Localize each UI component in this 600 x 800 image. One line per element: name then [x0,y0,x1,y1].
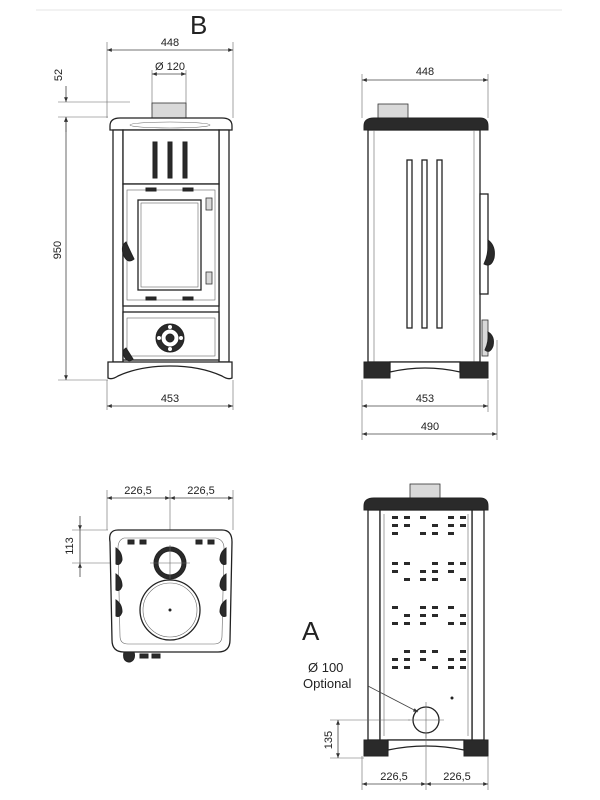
view-label-a: A [302,616,320,646]
side-base-width-dimension: 453 [416,393,434,405]
vent-slot [420,516,426,519]
vent-slot [392,562,398,565]
vent-slot [460,516,466,519]
back-right-half-dimension: 226,5 [443,771,471,783]
back-inlet-height-dimension: 135 [323,731,335,749]
vent-slot [460,524,466,527]
vent-slot [460,622,466,625]
top-flue-offset-dimension: 113 [64,537,76,555]
vent-slot [420,570,426,573]
vent-slot [432,614,438,617]
vent-slot [448,524,454,527]
front-top-width-dimension: 448 [161,37,179,49]
vent-slot [460,614,466,617]
vent-slot [448,562,454,565]
back-flue-pipe [409,483,441,499]
vent-slot [432,650,438,653]
side-flue-pipe [377,103,409,119]
vent-slot [392,570,398,573]
vent-slot [404,524,410,527]
top-right-half-dimension: 226,5 [187,485,215,497]
side-base [389,361,461,373]
back-view: A Ø 100 Optional 135 [302,483,489,790]
back-vent-slots [392,516,466,669]
vent-slot [420,658,426,661]
vent-slot [432,606,438,609]
vent-slot [404,666,410,669]
vent-slot [392,606,398,609]
front-height-dimension: 950 [52,241,64,259]
vent-slot [392,524,398,527]
vent-slot [448,666,454,669]
vent-slot [448,516,454,519]
vent-slot [460,666,466,669]
vent-slot [460,658,466,661]
back-top-plate [363,497,489,511]
vent-slot [432,666,438,669]
side-door-handle [483,238,495,266]
vent-slot [404,578,410,581]
vent-slot [404,562,410,565]
front-door-handle [121,241,135,262]
vent-slot [448,606,454,609]
vent-slot [448,622,454,625]
vent-slot [448,532,454,535]
side-groove-3 [436,159,443,329]
vent-slot [460,650,466,653]
vent-slot [404,658,410,661]
side-door-profile [479,193,489,295]
vent-slot [404,622,410,625]
view-label-b: B [190,10,207,40]
side-view: 448 453 490 [361,66,498,440]
front-right-column [218,129,230,363]
top-view: 226,5 226,5 113 [64,485,234,663]
front-flue-diameter-dimension: Ø 120 [155,61,185,73]
vent-slot [460,562,466,565]
back-left-column [367,509,381,741]
vent-slot [432,524,438,527]
vent-slot [392,532,398,535]
vent-slot [432,578,438,581]
vent-slot [392,666,398,669]
optional-diameter-label: Ø 100 [308,660,343,675]
vent-slot [420,578,426,581]
front-base-width-dimension: 453 [161,393,179,405]
vent-slot [420,532,426,535]
front-flue-pipe [151,102,187,119]
vent-slot [404,516,410,519]
vent-slot [432,532,438,535]
side-top-width-dimension: 448 [416,66,434,78]
back-right-column [471,509,485,741]
side-groove-1 [406,159,413,329]
vent-slot [420,650,426,653]
vent-slot [404,614,410,617]
front-view: B 448 Ø 120 52 950 [52,10,234,410]
front-base [107,361,233,380]
back-left-half-dimension: 226,5 [380,771,408,783]
vent-slot [448,658,454,661]
vent-slot [432,570,438,573]
vent-slot [432,562,438,565]
vent-slot [420,622,426,625]
vent-slot [392,516,398,519]
front-left-column [112,129,124,363]
vent-slot [448,570,454,573]
vent-slot [392,622,398,625]
front-glass-window [137,199,202,291]
vent-slot [460,578,466,581]
top-left-half-dimension: 226,5 [124,485,152,497]
side-groove-2 [421,159,428,329]
vent-slot [392,658,398,661]
vent-slot [420,606,426,609]
vent-slot [404,650,410,653]
front-flue-height-dimension: 52 [53,69,65,81]
optional-word-label: Optional [303,676,352,691]
side-total-depth-dimension: 490 [421,421,439,433]
vent-slot [420,614,426,617]
side-top-plate [363,117,489,131]
